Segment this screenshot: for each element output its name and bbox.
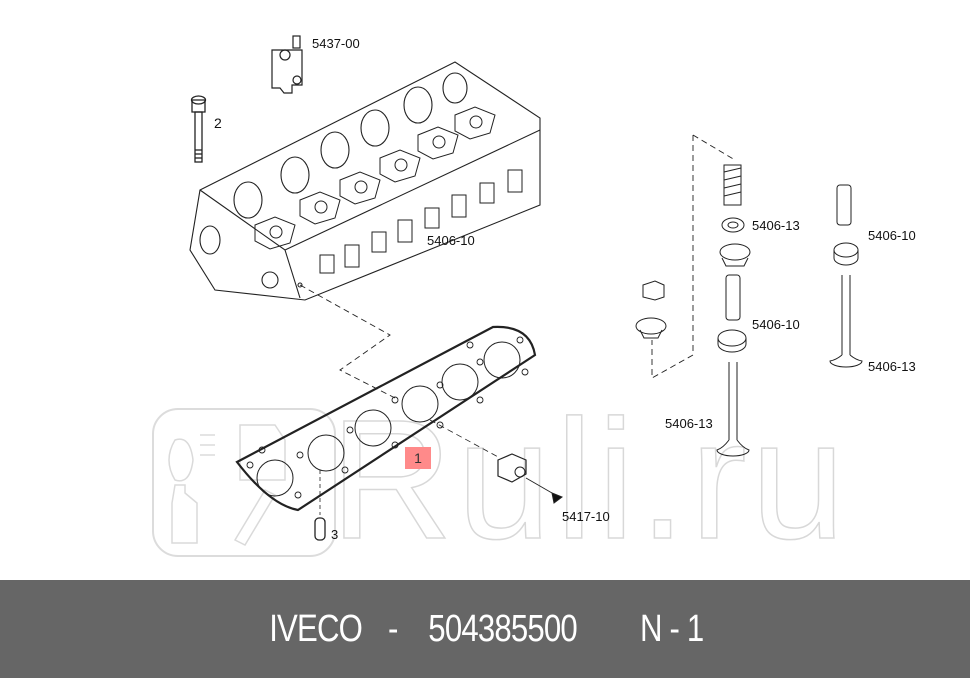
plug-part — [429, 419, 564, 504]
label-valve-right: 5406-13 — [868, 359, 916, 374]
watermark-logo-icon — [152, 408, 336, 557]
retainer-part — [719, 243, 751, 267]
label-dowel: 3 — [331, 527, 339, 542]
valve-guide-left-part — [725, 274, 741, 321]
valve-right-part — [829, 275, 863, 368]
label-spring-seat: 5406-13 — [752, 218, 800, 233]
part-info-footer: IVECO - 504385500 N - 1 — [0, 580, 970, 678]
footer-brand: IVECO — [269, 607, 363, 650]
valve-spring-part — [723, 164, 742, 206]
watermark-text: Ruli.ru — [329, 385, 850, 575]
bracket-part — [271, 35, 303, 94]
footer-separator: - — [387, 607, 398, 650]
label-bracket: 5437-00 — [312, 36, 360, 51]
valve-left-part — [716, 362, 750, 457]
valve-guide-right-part — [836, 184, 852, 226]
dowel-part — [314, 470, 326, 541]
valve-seal-right-part — [833, 242, 859, 266]
valve-seal-left-part — [717, 329, 747, 353]
label-valve-left: 5406-13 — [665, 416, 713, 431]
bolt-part — [190, 95, 207, 163]
spring-seat-part — [721, 217, 745, 233]
diagram-canvas: Ruli.ru — [152, 35, 916, 575]
footer-position: N - 1 — [640, 607, 704, 650]
label-cylinder-head: 5406-10 — [427, 233, 475, 248]
collet-part — [635, 280, 667, 339]
footer-part-number: 504385500 — [428, 607, 578, 650]
label-bolt: 2 — [214, 115, 222, 131]
head-gasket-part — [235, 325, 537, 512]
label-plug: 5417-10 — [562, 509, 610, 524]
watermark-icons — [168, 424, 286, 546]
parts-drawing — [168, 35, 863, 546]
cylinder-head-part — [189, 61, 541, 301]
label-valve-guide-left: 5406-10 — [752, 317, 800, 332]
gasket-callout-badge[interactable]: 1 — [405, 447, 431, 469]
label-valve-guide-right: 5406-10 — [868, 228, 916, 243]
